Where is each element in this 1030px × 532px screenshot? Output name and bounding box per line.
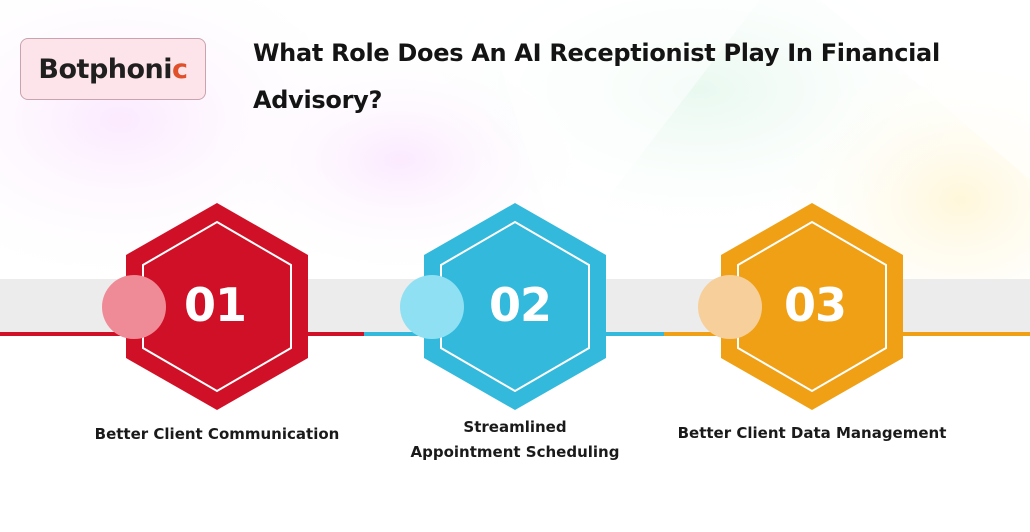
step-1-graphic <box>102 203 308 410</box>
step-1-hexagon <box>126 203 308 410</box>
step-1-circle <box>102 275 166 339</box>
step-1-label: Better Client Communication <box>94 425 340 443</box>
step-2-hexagon-outline <box>440 220 590 393</box>
page-title: What Role Does An AI Receptionist Play I… <box>253 39 940 114</box>
step-3-number: 03 <box>783 278 847 332</box>
step-2-graphic <box>400 203 606 410</box>
step-3-graphic <box>698 203 903 410</box>
brand-name: Botphonic <box>38 53 188 85</box>
step-2-circle <box>400 275 464 339</box>
step-2-number: 02 <box>488 278 552 332</box>
brand-logo[interactable]: Botphonic <box>20 38 206 100</box>
step-1-number: 01 <box>183 278 247 332</box>
step-3-hexagon <box>721 203 903 410</box>
step-3-circle <box>698 275 762 339</box>
step-3-hexagon-outline <box>737 220 887 393</box>
step-2-label: Streamlined Appointment Scheduling <box>410 418 620 461</box>
step-3-label: Better Client Data Management <box>677 424 947 442</box>
step-1-hexagon-outline <box>142 220 292 393</box>
step-2-hexagon <box>424 203 606 410</box>
